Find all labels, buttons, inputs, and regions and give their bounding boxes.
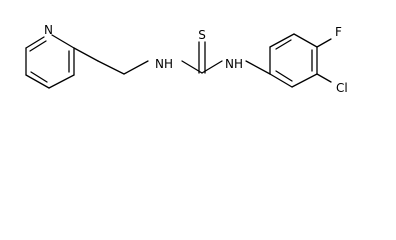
fluorine-label: F bbox=[335, 25, 342, 39]
thiourea-core bbox=[181, 41, 271, 75]
pyridine-nitrogen-label: N bbox=[44, 23, 53, 37]
ethyl-linker bbox=[73, 47, 149, 75]
left-amine-label: NH bbox=[155, 57, 173, 71]
atom-labels: N S NH NH F Cl bbox=[44, 23, 348, 95]
right-amine-label: NH bbox=[225, 57, 243, 71]
thioamide-sulfur-label: S bbox=[198, 28, 206, 42]
chemical-structure-diagram: N S NH NH F Cl bbox=[25, 23, 348, 95]
pyridine-ring bbox=[25, 34, 75, 89]
chlorine-label: Cl bbox=[336, 81, 348, 95]
chlorofluorophenyl-ring bbox=[269, 33, 332, 88]
